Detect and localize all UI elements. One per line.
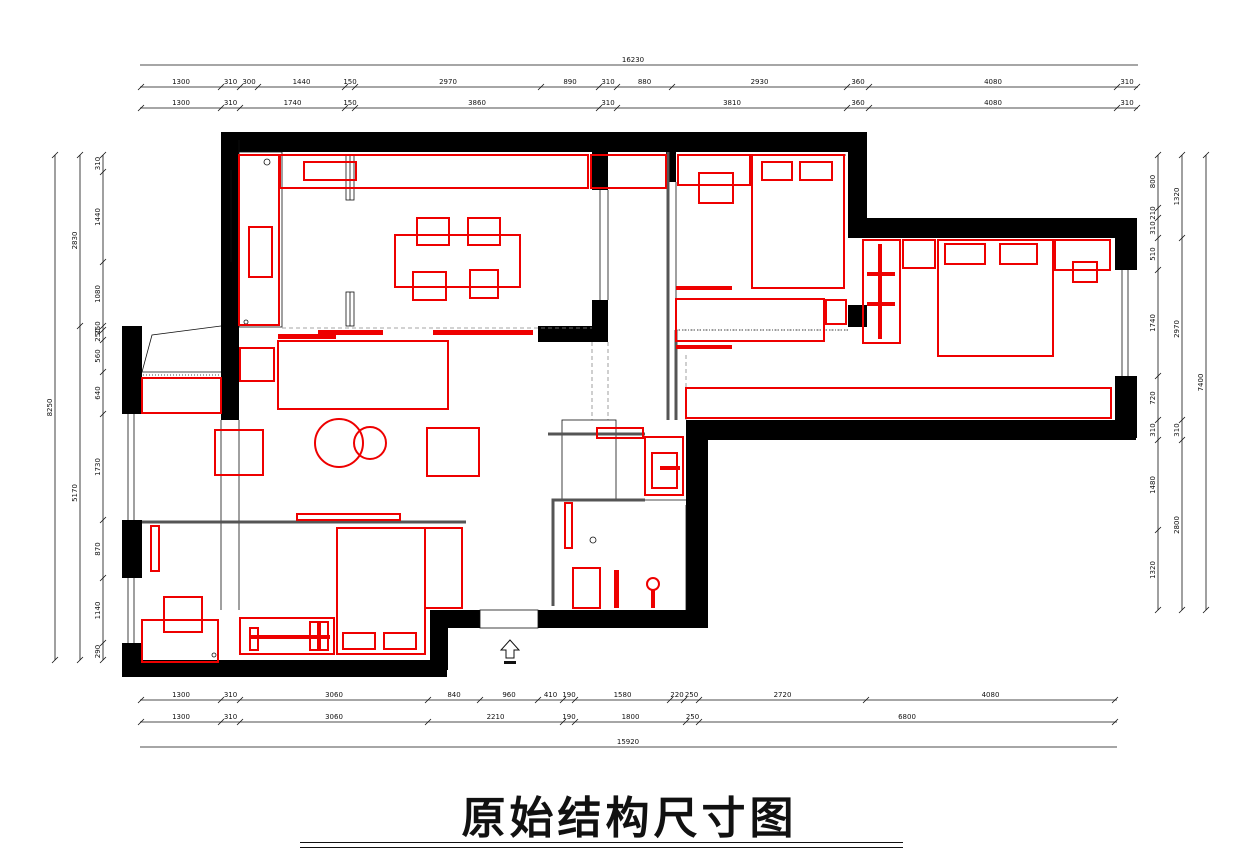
dimension-label: 3860	[468, 99, 486, 107]
dimension-label: 310	[224, 78, 237, 86]
dimension-label: 190	[562, 691, 575, 699]
title-underline-top	[300, 842, 903, 843]
dimension-label: 360	[851, 99, 864, 107]
dimension-label: 310	[1173, 423, 1181, 436]
dimension-label: 1440	[94, 208, 102, 226]
dimension-label: 1740	[284, 99, 302, 107]
dimension-label: 8250	[46, 399, 54, 417]
dimension-label: 880	[638, 78, 651, 86]
dimension-label: 1320	[1149, 561, 1157, 579]
dimension-label: 3060	[325, 691, 343, 699]
dimension-label: 310	[224, 99, 237, 107]
dimension-label: 250	[686, 713, 699, 721]
dimension-label: 150	[343, 99, 356, 107]
dimension-label: 1300	[172, 713, 190, 721]
dimension-label: 220	[670, 691, 683, 699]
dimension-label: 720	[1149, 391, 1157, 404]
dimension-label: 560	[94, 349, 102, 362]
dimension-label: 250	[94, 321, 102, 334]
dimension-label: 3060	[325, 713, 343, 721]
dimension-label: 2800	[1173, 516, 1181, 534]
dimension-label: 1320	[1173, 188, 1181, 206]
dimension-label: 640	[94, 386, 102, 399]
dimension-label: 2830	[71, 232, 79, 250]
dimension-label: 250	[685, 691, 698, 699]
dimension-label: 1800	[622, 713, 640, 721]
entrance-arrow-icon	[499, 639, 521, 664]
dimension-label: 840	[447, 691, 460, 699]
dimension-label: 310	[94, 157, 102, 170]
dimension-label: 1300	[172, 78, 190, 86]
dimension-label: 1580	[614, 691, 632, 699]
dimension-label: 1300	[172, 691, 190, 699]
dimension-label: 7400	[1197, 374, 1205, 392]
dimension-label: 4080	[984, 78, 1002, 86]
dimension-label: 310	[224, 691, 237, 699]
dimension-label: 190	[562, 713, 575, 721]
dimension-annotations: 16230 1300 310 300 1440 150 2970 890 310 880 2930…	[46, 56, 1210, 748]
dim-top-total: 16230	[622, 56, 644, 64]
furniture-layout	[141, 154, 1112, 663]
dimension-label: 300	[242, 78, 255, 86]
dim-bottom-total: 15920	[617, 738, 639, 746]
dimension-label: 4080	[984, 99, 1002, 107]
dimension-label: 4080	[982, 691, 1000, 699]
dimension-label: 2720	[774, 691, 792, 699]
dimension-label: 310	[1149, 221, 1157, 234]
dimension-label: 2210	[487, 713, 505, 721]
dimension-label: 290	[94, 645, 102, 658]
dimension-label: 310	[1120, 99, 1133, 107]
drawing-title: 原始结构尺寸图	[461, 793, 798, 844]
dimension-label: 1140	[94, 602, 102, 620]
dimension-label: 150	[343, 78, 356, 86]
dimension-label: 310	[1149, 423, 1157, 436]
dimension-label: 1740	[1149, 314, 1157, 332]
dimension-label: 800	[1149, 175, 1157, 188]
dimension-label: 960	[502, 691, 515, 699]
structural-walls	[122, 132, 1137, 677]
dimension-label: 6800	[898, 713, 916, 721]
dimension-label: 2930	[751, 78, 769, 86]
dimension-label: 1730	[94, 458, 102, 476]
dimension-label: 3810	[723, 99, 741, 107]
dimension-label: 1300	[172, 99, 190, 107]
dimension-label: 310	[1120, 78, 1133, 86]
title-underline-bottom	[300, 847, 903, 848]
dimension-label: 210	[1149, 206, 1157, 219]
dimension-label: 2970	[1173, 320, 1181, 338]
dimension-label: 1440	[293, 78, 311, 86]
dimension-label: 2970	[439, 78, 457, 86]
dimension-label: 310	[601, 78, 614, 86]
dimension-label: 510	[1149, 247, 1157, 260]
dimension-label: 310	[224, 713, 237, 721]
dimension-label: 410	[544, 691, 557, 699]
dimension-label: 360	[851, 78, 864, 86]
dimension-label: 1080	[94, 285, 102, 303]
dimension-label: 1480	[1149, 476, 1157, 494]
dimension-label: 310	[601, 99, 614, 107]
dimension-label: 250	[94, 328, 102, 341]
dimension-label: 5170	[71, 484, 79, 502]
dimension-label: 890	[563, 78, 576, 86]
dimension-label: 870	[94, 542, 102, 555]
